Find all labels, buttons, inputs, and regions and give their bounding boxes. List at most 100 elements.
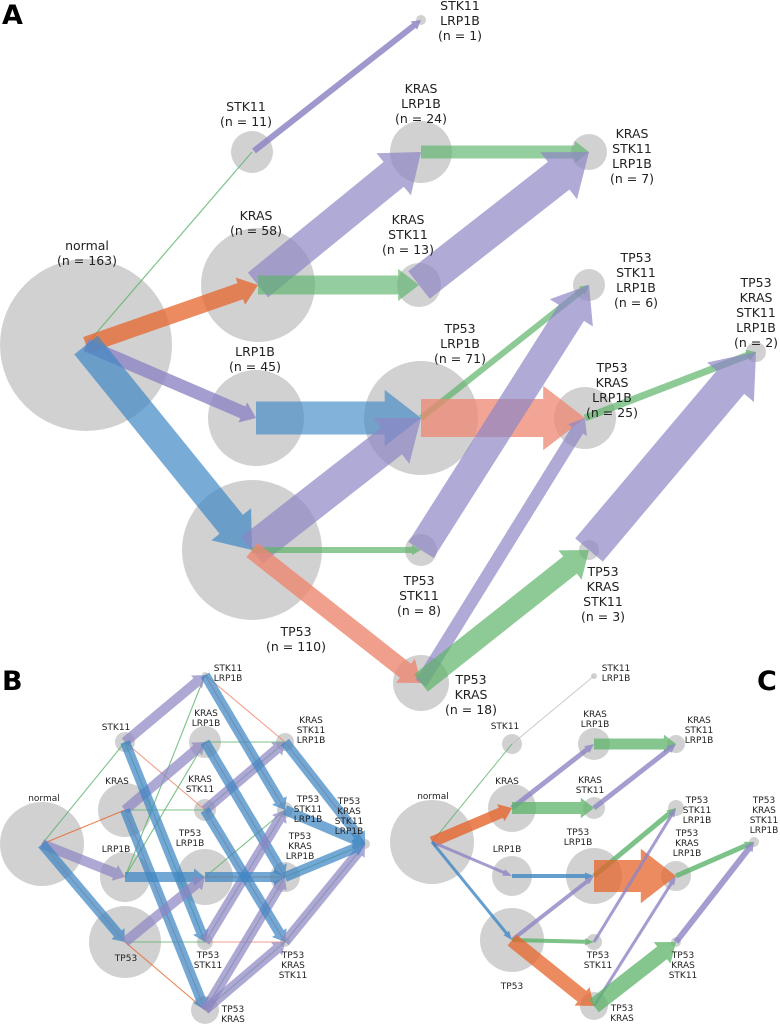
node-label-line: LRP1B bbox=[235, 344, 275, 359]
node-label-lrp1b: LRP1B(n = 45) bbox=[229, 344, 281, 374]
node-label-line: TP53 bbox=[288, 832, 311, 842]
node-label-line: LRP1B bbox=[602, 674, 631, 684]
node-label-line: TP53 bbox=[739, 275, 771, 290]
node-label-line: TP53 bbox=[114, 954, 137, 964]
edge-tp53-kras-tp53-kras-lrp1b bbox=[415, 418, 587, 687]
edge-normal-lrp1b bbox=[83, 339, 257, 423]
node-label-line: TP53 bbox=[586, 564, 618, 579]
node-label-line: TP53 bbox=[296, 795, 319, 805]
node-label-line: LRP1B bbox=[214, 674, 243, 684]
node-label-line: KRAS bbox=[221, 1015, 245, 1024]
edge-kras-kras-lrp1b bbox=[510, 744, 594, 810]
edge-stk11-stk11-lrp1b bbox=[252, 20, 421, 154]
edge-tp53_kras_lrp1b-tp53_kras_stk11_lrp1b bbox=[283, 840, 365, 882]
node-label-line: STK11 bbox=[226, 99, 266, 114]
node-label-line: TP53 bbox=[454, 672, 486, 687]
edge-tp53-tp53-stk11 bbox=[252, 544, 421, 556]
node-label-line: KRAS bbox=[299, 716, 323, 726]
node-label-line: (n = 7) bbox=[610, 171, 654, 186]
node-label-line: TP53 bbox=[221, 1005, 244, 1015]
node-label-line: STK11 bbox=[388, 227, 428, 242]
node-label-line: (n = 25) bbox=[586, 405, 638, 420]
node-label-line: STK11 bbox=[297, 726, 326, 736]
panel-b-letter: B bbox=[2, 666, 23, 697]
node-label-lrp1b: LRP1B bbox=[102, 845, 131, 855]
node-label-line: LRP1B bbox=[335, 827, 364, 837]
node-label-line: STK11 bbox=[612, 141, 652, 156]
node-label-line: normal bbox=[65, 238, 109, 253]
edge-normal-lrp1b bbox=[431, 840, 512, 876]
node-label-line: KRAS bbox=[587, 579, 620, 594]
node-label-line: KRAS bbox=[752, 806, 776, 816]
node-label-line: (n = 2) bbox=[734, 335, 778, 350]
node-label-line: TP53 bbox=[595, 360, 627, 375]
node-label-line: LRP1B bbox=[592, 390, 632, 405]
node-label-line: STK11 bbox=[584, 961, 613, 971]
node-label-line: (n = 11) bbox=[220, 114, 272, 129]
node-label-kras: KRAS bbox=[105, 777, 129, 787]
edge-kras-stk11-kras-stk11-lrp1b bbox=[408, 152, 589, 299]
node-label-line: TP53 bbox=[178, 829, 201, 839]
edge-tp53-stk11-tp53-stk11-lrp1b bbox=[592, 808, 676, 943]
edge-tp53-lrp1b-tp53-stk11-lrp1b bbox=[419, 285, 589, 421]
node-label-line: (n = 1) bbox=[438, 28, 482, 43]
edge-normal-stk11 bbox=[41, 741, 126, 845]
node-label-line: LRP1B bbox=[294, 815, 323, 825]
node-label-line: KRAS bbox=[105, 777, 129, 787]
panel-c-edges bbox=[429, 675, 754, 1013]
node-label-line: LRP1B bbox=[683, 816, 712, 826]
node-label-normal: normal bbox=[28, 794, 60, 804]
node-label-line: STK11 bbox=[194, 961, 223, 971]
edge-normal-kras bbox=[41, 809, 126, 845]
edge-normal-tp53 bbox=[430, 841, 512, 940]
node-label-line: (n = 71) bbox=[434, 351, 486, 366]
node-label-line: (n = 13) bbox=[382, 242, 434, 257]
node-label-line: KRAS bbox=[281, 961, 305, 971]
node-label-line: KRAS bbox=[616, 126, 649, 141]
node-label-line: LRP1B bbox=[750, 826, 779, 836]
node-label-line: (n = 58) bbox=[230, 223, 282, 238]
node-label-line: LRP1B bbox=[581, 720, 610, 730]
node-label-line: TP53 bbox=[279, 624, 311, 639]
edge-kras_stk11-kras_stk11_lrp1b bbox=[201, 742, 285, 814]
node-label-line: KRAS bbox=[240, 208, 273, 223]
node-label-line: KRAS bbox=[405, 81, 438, 96]
node-label-line: KRAS bbox=[392, 212, 425, 227]
node-label-line: STK11 bbox=[685, 726, 714, 736]
edge-stk11-stk11_lrp1b bbox=[121, 675, 205, 746]
node-label-line: LRP1B bbox=[297, 736, 326, 746]
edge-tp53_lrp1b-tp53_kras_lrp1b bbox=[205, 868, 285, 886]
node-label-line: LRP1B bbox=[564, 838, 593, 848]
node-label-line: LRP1B bbox=[612, 156, 652, 171]
edge-kras-kras-stk11 bbox=[512, 797, 594, 819]
edge-tp53-stk11-tp53-stk11-lrp1b bbox=[408, 285, 593, 558]
node-label-line: normal bbox=[417, 792, 449, 802]
node-label-line: KRAS bbox=[687, 716, 711, 726]
panel-a-diagram: normal(n = 163)STK11(n = 11)KRAS(n = 58)… bbox=[0, 0, 778, 717]
node-label-line: STK11 bbox=[294, 805, 323, 815]
node-label-line: LRP1B bbox=[685, 736, 714, 746]
edge-tp53_kras-tp53_kras_stk11 bbox=[201, 942, 285, 1014]
node-label-tp53: TP53(n = 110) bbox=[266, 624, 326, 654]
edge-normal-tp53 bbox=[38, 840, 126, 942]
node-label-line: KRAS bbox=[288, 842, 312, 852]
edge-normal-lrp1b bbox=[40, 839, 126, 881]
node-label-line: TP53 bbox=[566, 828, 589, 838]
node-label-line: TP53 bbox=[619, 250, 651, 265]
node-label-line: LRP1B bbox=[401, 96, 441, 111]
